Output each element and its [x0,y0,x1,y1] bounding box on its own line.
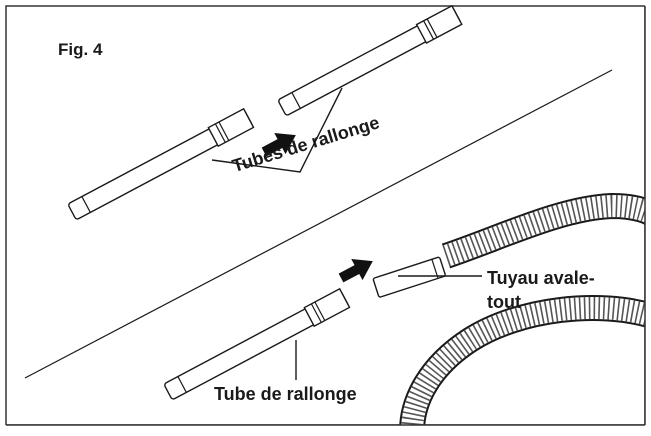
leader-line-tubes [211,87,343,173]
extension-tube-bottom [164,287,351,400]
label-tuyau-avale-tout: Tuyau avale- tout [487,268,595,312]
corrugated-hose [399,192,651,432]
extension-tube-top-left [68,107,255,220]
hose-cuff [372,256,446,298]
divider-line [24,69,613,379]
figure-label: Fig. 4 [58,40,103,59]
extension-tube-top-right [278,4,463,116]
label-tube-de-rallonge: Tube de rallonge [214,384,357,404]
right-arrow-icon [261,132,296,157]
right-arrow-icon [338,258,373,283]
